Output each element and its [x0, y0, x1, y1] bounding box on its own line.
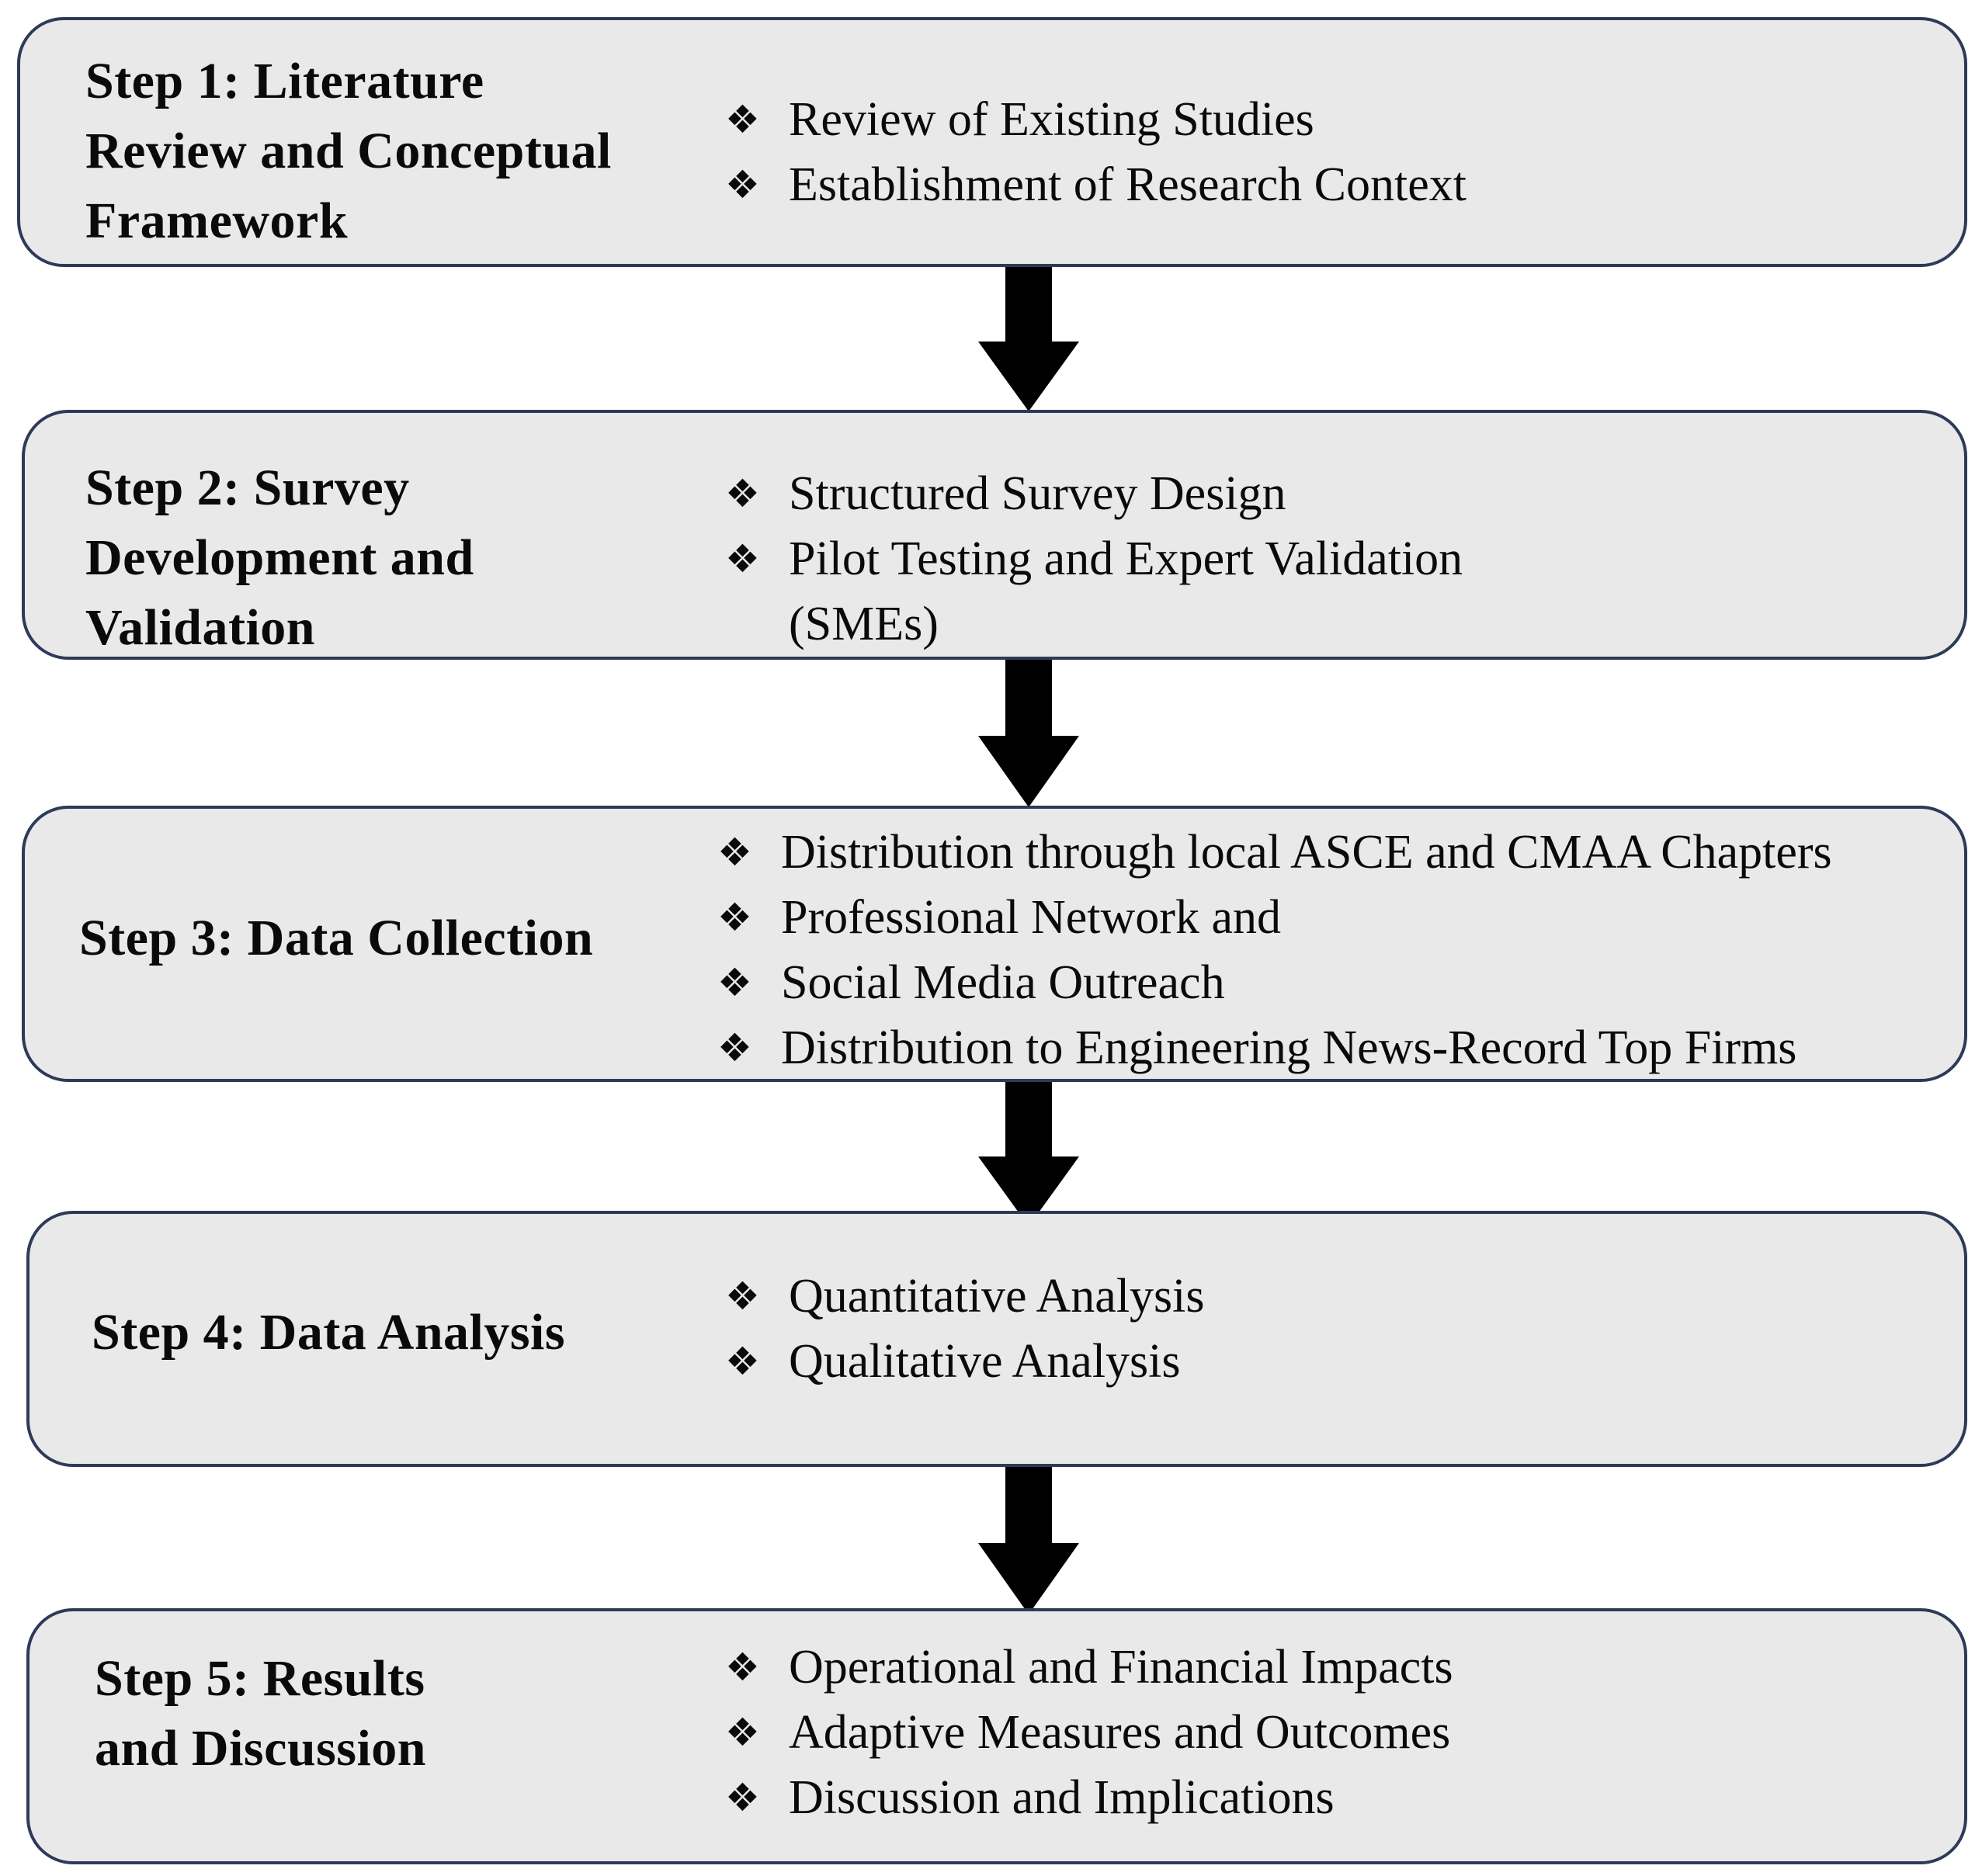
- bullet-text: Quantitative Analysis: [789, 1270, 1205, 1323]
- bullet-item: ❖ Social Media Outreach: [717, 950, 1832, 1015]
- bullet-text: Professional Network and: [781, 891, 1281, 944]
- bullet-item: ❖ Operational and Financial Impacts: [725, 1635, 1453, 1700]
- bullet-item: ❖ Professional Network and: [717, 885, 1832, 950]
- step-2-box: Step 2: Survey Development and Validatio…: [22, 410, 1967, 660]
- down-arrow-icon: [978, 1082, 1079, 1226]
- four-diamond-bullet-icon: ❖: [717, 960, 752, 1005]
- step-1-bullet-list: ❖ Review of Existing Studies ❖ Establish…: [725, 87, 1467, 217]
- step-title-line: Framework: [85, 192, 349, 249]
- step-4-bullet-list: ❖ Quantitative Analysis ❖ Qualitative An…: [725, 1264, 1205, 1394]
- bullet-text: Discussion and Implications: [789, 1771, 1335, 1824]
- step-2-title: Step 2: Survey Development and Validatio…: [85, 453, 474, 663]
- bullet-text: Distribution through local ASCE and CMAA…: [781, 826, 1832, 879]
- step-5-box: Step 5: Results and Discussion ❖ Operati…: [26, 1608, 1967, 1864]
- bullet-item: ❖ Review of Existing Studies: [725, 87, 1467, 152]
- bullet-text: Social Media Outreach: [781, 956, 1225, 1009]
- four-diamond-bullet-icon: ❖: [717, 830, 752, 875]
- step-title-line: Review and Conceptual: [85, 123, 612, 179]
- step-3-bullet-list: ❖ Distribution through local ASCE and CM…: [717, 820, 1832, 1080]
- four-diamond-bullet-icon: ❖: [725, 162, 760, 207]
- four-diamond-bullet-icon: ❖: [725, 536, 760, 581]
- bullet-item: ❖ Distribution to Engineering News-Recor…: [717, 1015, 1832, 1080]
- step-title-line: and Discussion: [95, 1720, 427, 1777]
- bullet-item: ❖ Adaptive Measures and Outcomes: [725, 1700, 1453, 1765]
- bullet-item: ❖ Discussion and Implications: [725, 1765, 1453, 1830]
- four-diamond-bullet-icon: ❖: [725, 1775, 760, 1820]
- step-title-line: Step 4: Data Analysis: [92, 1304, 566, 1361]
- step-5-bullet-list: ❖ Operational and Financial Impacts ❖ Ad…: [725, 1635, 1453, 1830]
- bullet-item: ❖ Distribution through local ASCE and CM…: [717, 820, 1832, 885]
- bullet-text: Establishment of Research Context: [789, 158, 1467, 211]
- down-arrow-icon: [978, 267, 1079, 411]
- bullet-text: Qualitative Analysis: [789, 1335, 1181, 1388]
- four-diamond-bullet-icon: ❖: [725, 1274, 760, 1319]
- bullet-text: Review of Existing Studies: [789, 93, 1314, 146]
- step-5-title: Step 5: Results and Discussion: [95, 1644, 426, 1784]
- step-4-box: Step 4: Data Analysis ❖ Quantitative Ana…: [26, 1211, 1967, 1467]
- bullet-item: ❖ Quantitative Analysis: [725, 1264, 1205, 1329]
- step-title-line: Step 2: Survey: [85, 459, 410, 516]
- step-2-bullet-list: ❖ Structured Survey Design ❖ Pilot Testi…: [725, 461, 1463, 657]
- bullet-text: Operational and Financial Impacts: [789, 1641, 1453, 1694]
- step-3-title: Step 3: Data Collection: [79, 903, 593, 973]
- step-3-box: Step 3: Data Collection ❖ Distribution t…: [22, 806, 1967, 1082]
- four-diamond-bullet-icon: ❖: [725, 1339, 760, 1384]
- bullet-item: ❖ Establishment of Research Context: [725, 152, 1467, 217]
- bullet-item: ❖ Pilot Testing and Expert Validation (S…: [725, 526, 1463, 657]
- down-arrow-icon: [978, 660, 1079, 807]
- four-diamond-bullet-icon: ❖: [725, 471, 760, 516]
- step-1-box: Step 1: Literature Review and Conceptual…: [17, 17, 1967, 267]
- four-diamond-bullet-icon: ❖: [725, 97, 760, 142]
- bullet-text: Pilot Testing and Expert Validation: [789, 532, 1463, 585]
- step-1-title: Step 1: Literature Review and Conceptual…: [85, 47, 612, 256]
- bullet-text-continuation: (SMEs): [789, 598, 939, 650]
- step-title-line: Step 3: Data Collection: [79, 910, 594, 966]
- four-diamond-bullet-icon: ❖: [717, 895, 752, 940]
- down-arrow-icon: [978, 1467, 1079, 1614]
- bullet-item: ❖ Structured Survey Design: [725, 461, 1463, 526]
- four-diamond-bullet-icon: ❖: [725, 1645, 760, 1690]
- step-title-line: Step 5: Results: [95, 1650, 425, 1707]
- bullet-text: Distribution to Engineering News-Record …: [781, 1021, 1797, 1074]
- step-title-line: Development and: [85, 529, 474, 586]
- bullet-text: Adaptive Measures and Outcomes: [789, 1706, 1451, 1759]
- four-diamond-bullet-icon: ❖: [725, 1710, 760, 1755]
- step-title-line: Validation: [85, 599, 316, 656]
- step-title-line: Step 1: Literature: [85, 53, 484, 109]
- step-4-title: Step 4: Data Analysis: [92, 1298, 565, 1368]
- bullet-text: Structured Survey Design: [789, 467, 1286, 520]
- four-diamond-bullet-icon: ❖: [717, 1025, 752, 1070]
- bullet-item: ❖ Qualitative Analysis: [725, 1329, 1205, 1394]
